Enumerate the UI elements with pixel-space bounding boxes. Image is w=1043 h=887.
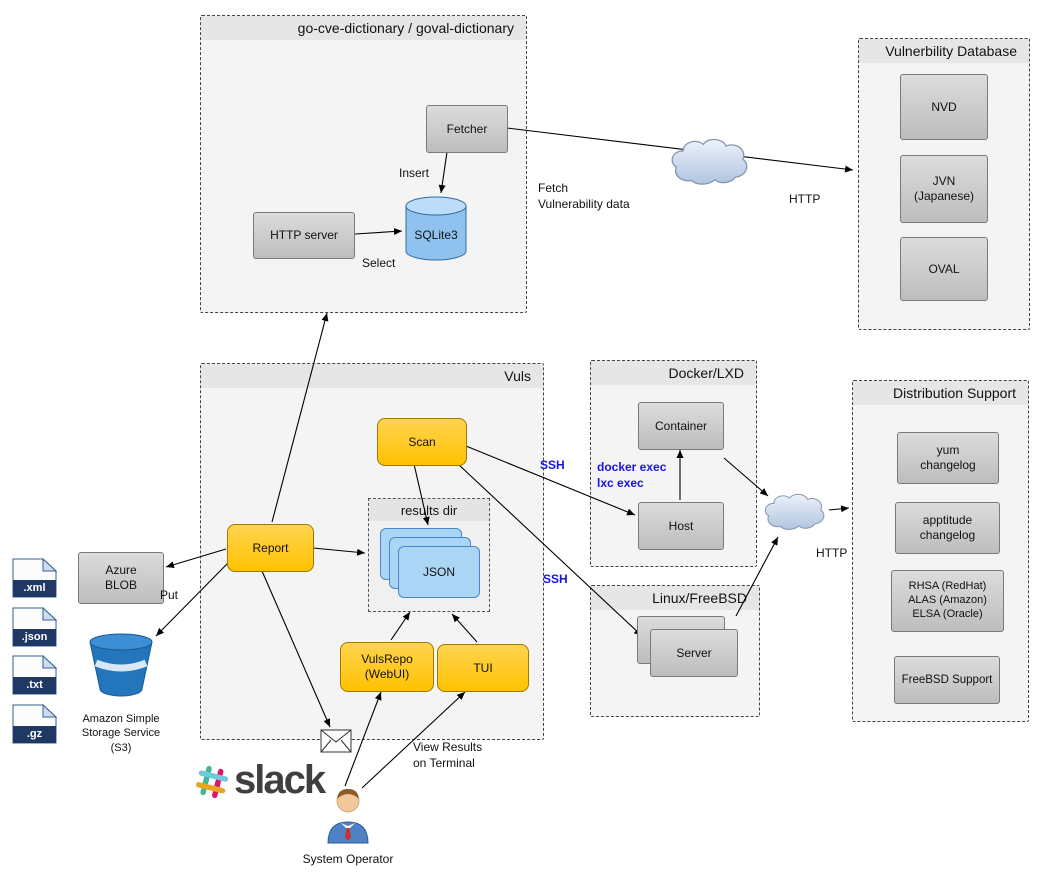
envelope-icon	[320, 729, 352, 753]
group-docker-lxd-title: Docker/LXD	[591, 361, 756, 385]
vulsrepo-node: VulsRepo (WebUI)	[340, 642, 434, 692]
group-go-cve-dictionary: go-cve-dictionary / goval-dictionary	[200, 15, 527, 313]
group-vulnerability-database-title: Vulnerbility Database	[859, 39, 1029, 63]
view-results-label: View Results on Terminal	[413, 740, 483, 770]
group-go-cve-dictionary-title: go-cve-dictionary / goval-dictionary	[201, 16, 526, 40]
file-extension-label: .json	[21, 631, 48, 643]
file-icon-json: .json	[12, 607, 57, 647]
s3-bucket-icon	[89, 633, 153, 697]
sqlite3-database: SQLite3	[405, 196, 467, 262]
apptitude-changelog-node: apptitude changelog	[895, 502, 1000, 554]
document-icon	[12, 655, 57, 695]
slack-hash-icon	[195, 765, 229, 799]
file-extension-label: .txt	[26, 679, 43, 691]
group-vuls-title: Vuls	[201, 364, 543, 388]
sqlite3-label: SQLite3	[414, 228, 458, 242]
select-edge-label: Select	[362, 256, 396, 270]
rhsa-alas-elsa-node: RHSA (RedHat) ALAS (Amazon) ELSA (Oracle…	[891, 570, 1004, 632]
report-node: Report	[227, 524, 314, 572]
system-operator-icon	[327, 789, 369, 844]
tui-node: TUI	[437, 644, 529, 692]
slack-wordmark: slack	[234, 758, 326, 802]
document-icon	[12, 607, 57, 647]
azure-blob-node: Azure BLOB	[78, 552, 164, 604]
http-top-label: HTTP	[789, 192, 821, 206]
database-cylinder-icon	[405, 196, 467, 261]
document-icon	[12, 558, 57, 598]
yum-changelog-node: yum changelog	[897, 432, 999, 484]
cloud-icon-fetch	[671, 138, 748, 185]
ssh-docker-label: SSH	[540, 458, 565, 472]
file-icon-gz: .gz	[12, 704, 57, 744]
group-results-dir-title: results dir	[369, 499, 489, 521]
fetcher-node: Fetcher	[426, 105, 508, 153]
oval-node: OVAL	[900, 237, 988, 301]
file-extension-label: .gz	[26, 728, 43, 740]
container-node: Container	[638, 402, 724, 450]
insert-edge-label: Insert	[399, 166, 430, 180]
docker-exec-label: docker exec lxc exec	[597, 460, 667, 490]
file-extension-label: .xml	[23, 582, 46, 594]
document-icon	[12, 704, 57, 744]
put-edge-label: Put	[160, 588, 179, 602]
group-linux-freebsd-title: Linux/FreeBSD	[591, 586, 759, 610]
server-node-front: Server	[650, 629, 738, 677]
host-node: Host	[638, 502, 724, 550]
scan-node: Scan	[377, 418, 467, 466]
cloud-icon-http	[764, 493, 825, 530]
group-distribution-support-title: Distribution Support	[853, 381, 1028, 405]
fetch-vulnerability-data-label: Fetch Vulnerability data	[538, 181, 630, 211]
file-icon-xml: .xml	[12, 558, 57, 598]
http-bottom-label: HTTP	[816, 546, 848, 560]
s3-caption: Amazon Simple Storage Service (S3)	[81, 713, 161, 754]
nvd-node: NVD	[900, 74, 988, 140]
http-server-node: HTTP server	[253, 212, 355, 259]
jvn-node: JVN (Japanese)	[900, 155, 988, 223]
system-operator-label: System Operator	[302, 852, 394, 866]
ssh-linux-label: SSH	[543, 572, 568, 586]
json-document-front: JSON	[398, 546, 480, 598]
file-icon-txt: .txt	[12, 655, 57, 695]
freebsd-support-node: FreeBSD Support	[894, 656, 1000, 704]
